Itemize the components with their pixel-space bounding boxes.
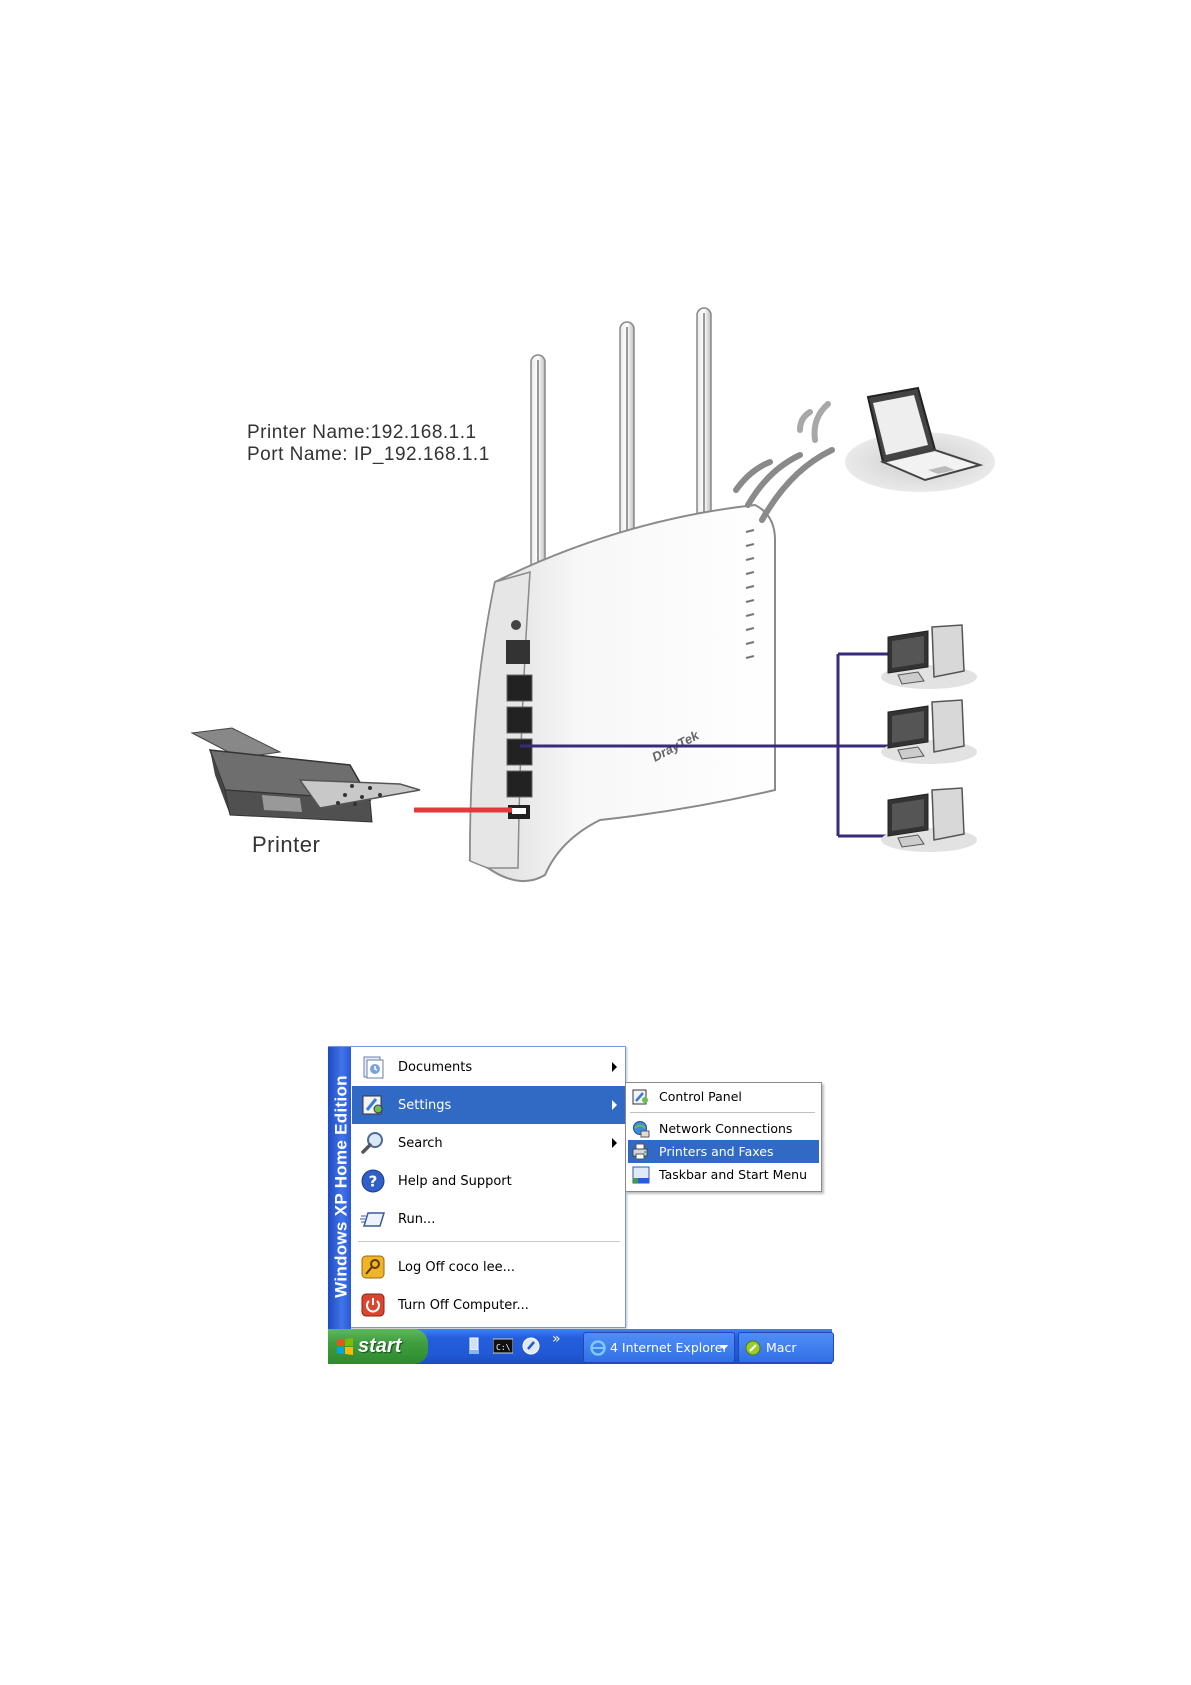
dropdown-arrow-icon	[720, 1345, 728, 1350]
svg-text:C:\: C:\	[496, 1343, 511, 1352]
svg-text:?: ?	[369, 1173, 378, 1191]
start-menu: Windows XP Home Edition Documents Settin…	[328, 1046, 626, 1328]
menu-item-label: Help and Support	[398, 1174, 512, 1189]
network-diagram-art: DrayTek	[0, 0, 1191, 900]
antenna	[697, 308, 711, 528]
port-name-label: Port Name: IP_192.168.1.1	[247, 444, 490, 466]
start-label: start	[358, 1335, 401, 1358]
printers-faxes-icon	[632, 1143, 650, 1161]
desktop-computer-icon	[881, 625, 977, 689]
taskbar-group-internet-explorer[interactable]: 4 Internet Explorer	[583, 1332, 735, 1363]
menu-item-search[interactable]: Search	[352, 1124, 625, 1162]
menu-separator	[358, 1241, 620, 1242]
submenu-item-network-connections[interactable]: Network Connections	[628, 1117, 819, 1140]
menu-item-settings[interactable]: Settings	[352, 1086, 625, 1124]
menu-item-label: Run...	[398, 1212, 435, 1227]
windows-xp-start-menu-screenshot: Windows XP Home Edition Documents Settin…	[328, 1046, 832, 1364]
submenu-arrow-icon	[612, 1062, 617, 1072]
submenu-separator	[630, 1112, 815, 1113]
network-diagram: DrayTek	[0, 0, 1191, 900]
laptop-icon	[845, 388, 995, 492]
menu-item-label: Turn Off Computer...	[398, 1298, 529, 1313]
control-panel-icon	[632, 1088, 650, 1106]
submenu-item-label: Control Panel	[659, 1089, 742, 1104]
menu-item-label: Log Off coco lee...	[398, 1260, 515, 1275]
taskbar: start C:\ » 4 Internet Explorer Macr	[328, 1329, 832, 1364]
taskbar-icon	[632, 1166, 650, 1184]
start-button[interactable]: start	[328, 1329, 428, 1364]
log-off-icon	[360, 1254, 386, 1280]
menu-item-documents[interactable]: Documents	[352, 1048, 625, 1086]
menu-item-help-and-support[interactable]: ? Help and Support	[352, 1162, 625, 1200]
wireless-signal-icon	[736, 404, 832, 520]
menu-item-label: Documents	[398, 1060, 472, 1075]
desktop-computer-icon	[881, 700, 977, 764]
quick-launch-app-icon[interactable]	[522, 1337, 540, 1355]
desktop-computer-icon	[881, 788, 977, 852]
power-icon	[360, 1292, 386, 1318]
submenu-item-taskbar-and-start-menu[interactable]: Taskbar and Start Menu	[628, 1163, 819, 1186]
menu-item-turn-off-computer[interactable]: Turn Off Computer...	[352, 1286, 625, 1324]
documents-icon	[360, 1054, 386, 1080]
printer-name-label: Printer Name:192.168.1.1	[247, 422, 477, 444]
submenu-item-label: Network Connections	[659, 1121, 792, 1136]
menu-item-label: Search	[398, 1136, 443, 1151]
run-icon	[360, 1206, 386, 1232]
submenu-item-label: Taskbar and Start Menu	[659, 1167, 807, 1182]
submenu-arrow-icon	[612, 1138, 617, 1148]
printer-caption: Printer	[252, 832, 320, 858]
quick-launch-overflow-icon[interactable]: »	[552, 1331, 561, 1347]
task-label: Macr	[766, 1340, 796, 1355]
submenu-item-printers-and-faxes[interactable]: Printers and Faxes	[628, 1140, 819, 1163]
macromedia-icon	[745, 1340, 761, 1356]
submenu-item-label: Printers and Faxes	[659, 1144, 773, 1159]
task-label: 4 Internet Explorer	[610, 1340, 728, 1355]
router: DrayTek	[469, 505, 775, 881]
edition-banner: Windows XP Home Edition	[328, 1047, 351, 1329]
edition-text: Windows XP Home Edition	[330, 1056, 353, 1318]
taskbar-task-macromedia[interactable]: Macr	[738, 1332, 834, 1363]
windows-logo-icon	[336, 1338, 354, 1360]
settings-icon	[360, 1092, 386, 1118]
network-connections-icon	[632, 1120, 650, 1138]
command-prompt-icon[interactable]: C:\	[493, 1337, 511, 1355]
show-desktop-icon[interactable]	[465, 1337, 483, 1355]
submenu-item-control-panel[interactable]: Control Panel	[628, 1085, 819, 1108]
help-icon: ?	[360, 1168, 386, 1194]
search-icon	[360, 1130, 386, 1156]
internet-explorer-icon	[590, 1340, 606, 1356]
menu-item-log-off[interactable]: Log Off coco lee...	[352, 1248, 625, 1286]
settings-submenu: Control Panel Network Connections Printe…	[625, 1082, 822, 1192]
printer-icon	[192, 728, 420, 822]
submenu-arrow-icon	[612, 1100, 617, 1110]
menu-item-run[interactable]: Run...	[352, 1200, 625, 1238]
menu-item-label: Settings	[398, 1098, 451, 1113]
